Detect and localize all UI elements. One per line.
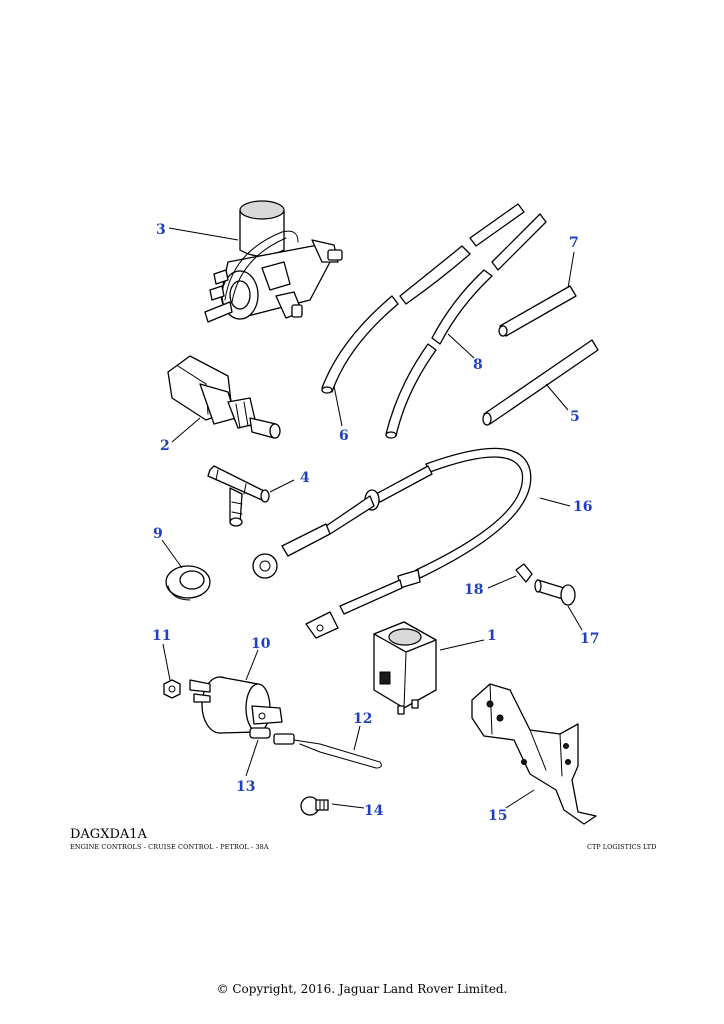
callout-10: 10 — [251, 636, 271, 652]
part-1-relay — [373, 621, 437, 715]
part-12-rod — [273, 733, 382, 769]
diagram-code: DAGXDA1A — [70, 827, 147, 842]
part-7-short-hose — [498, 285, 577, 337]
part-8-hose — [385, 213, 547, 439]
part-3-vacuum-pump — [204, 200, 343, 323]
callout-17: 17 — [580, 631, 599, 647]
part-15-bracket — [471, 683, 597, 825]
callout-12: 12 — [353, 711, 372, 727]
callout-9: 9 — [153, 526, 163, 542]
callout-18: 18 — [464, 582, 483, 598]
callout-11: 11 — [152, 628, 171, 644]
part-10-actuator — [189, 676, 283, 739]
part-17-pin — [534, 579, 576, 606]
callout-3: 3 — [156, 222, 166, 238]
part-11-nut — [163, 679, 181, 699]
company-name: CTP LOGISTICS LTD — [587, 843, 657, 851]
leader-lines — [161, 227, 583, 809]
part-18-clip — [515, 563, 533, 583]
callout-16: 16 — [573, 499, 592, 515]
callout-1: 1 — [487, 628, 497, 644]
part-14-bolt — [300, 796, 329, 816]
part-4-t-connector — [207, 465, 270, 527]
part-5-hose — [482, 339, 599, 426]
part-9-grommet — [165, 565, 211, 601]
callout-14: 14 — [364, 803, 384, 819]
callout-5: 5 — [570, 409, 580, 425]
callout-4: 4 — [300, 470, 310, 486]
callout-6: 6 — [339, 428, 349, 444]
callout-13: 13 — [236, 779, 255, 795]
diagram-subtitle: ENGINE CONTROLS - CRUISE CONTROL - PETRO… — [70, 843, 269, 851]
copyright-notice: © Copyright, 2016. Jaguar Land Rover Lim… — [216, 982, 508, 996]
callout-2: 2 — [160, 438, 170, 454]
part-2-brake-switch — [167, 355, 281, 439]
callout-8: 8 — [473, 357, 483, 373]
callout-15: 15 — [488, 808, 507, 824]
part-16-cable — [252, 447, 532, 639]
callouts: 1 2 3 4 5 6 7 8 9 10 11 12 13 14 15 16 1… — [152, 222, 599, 824]
callout-7: 7 — [569, 235, 579, 251]
part-6-hose — [321, 203, 525, 394]
